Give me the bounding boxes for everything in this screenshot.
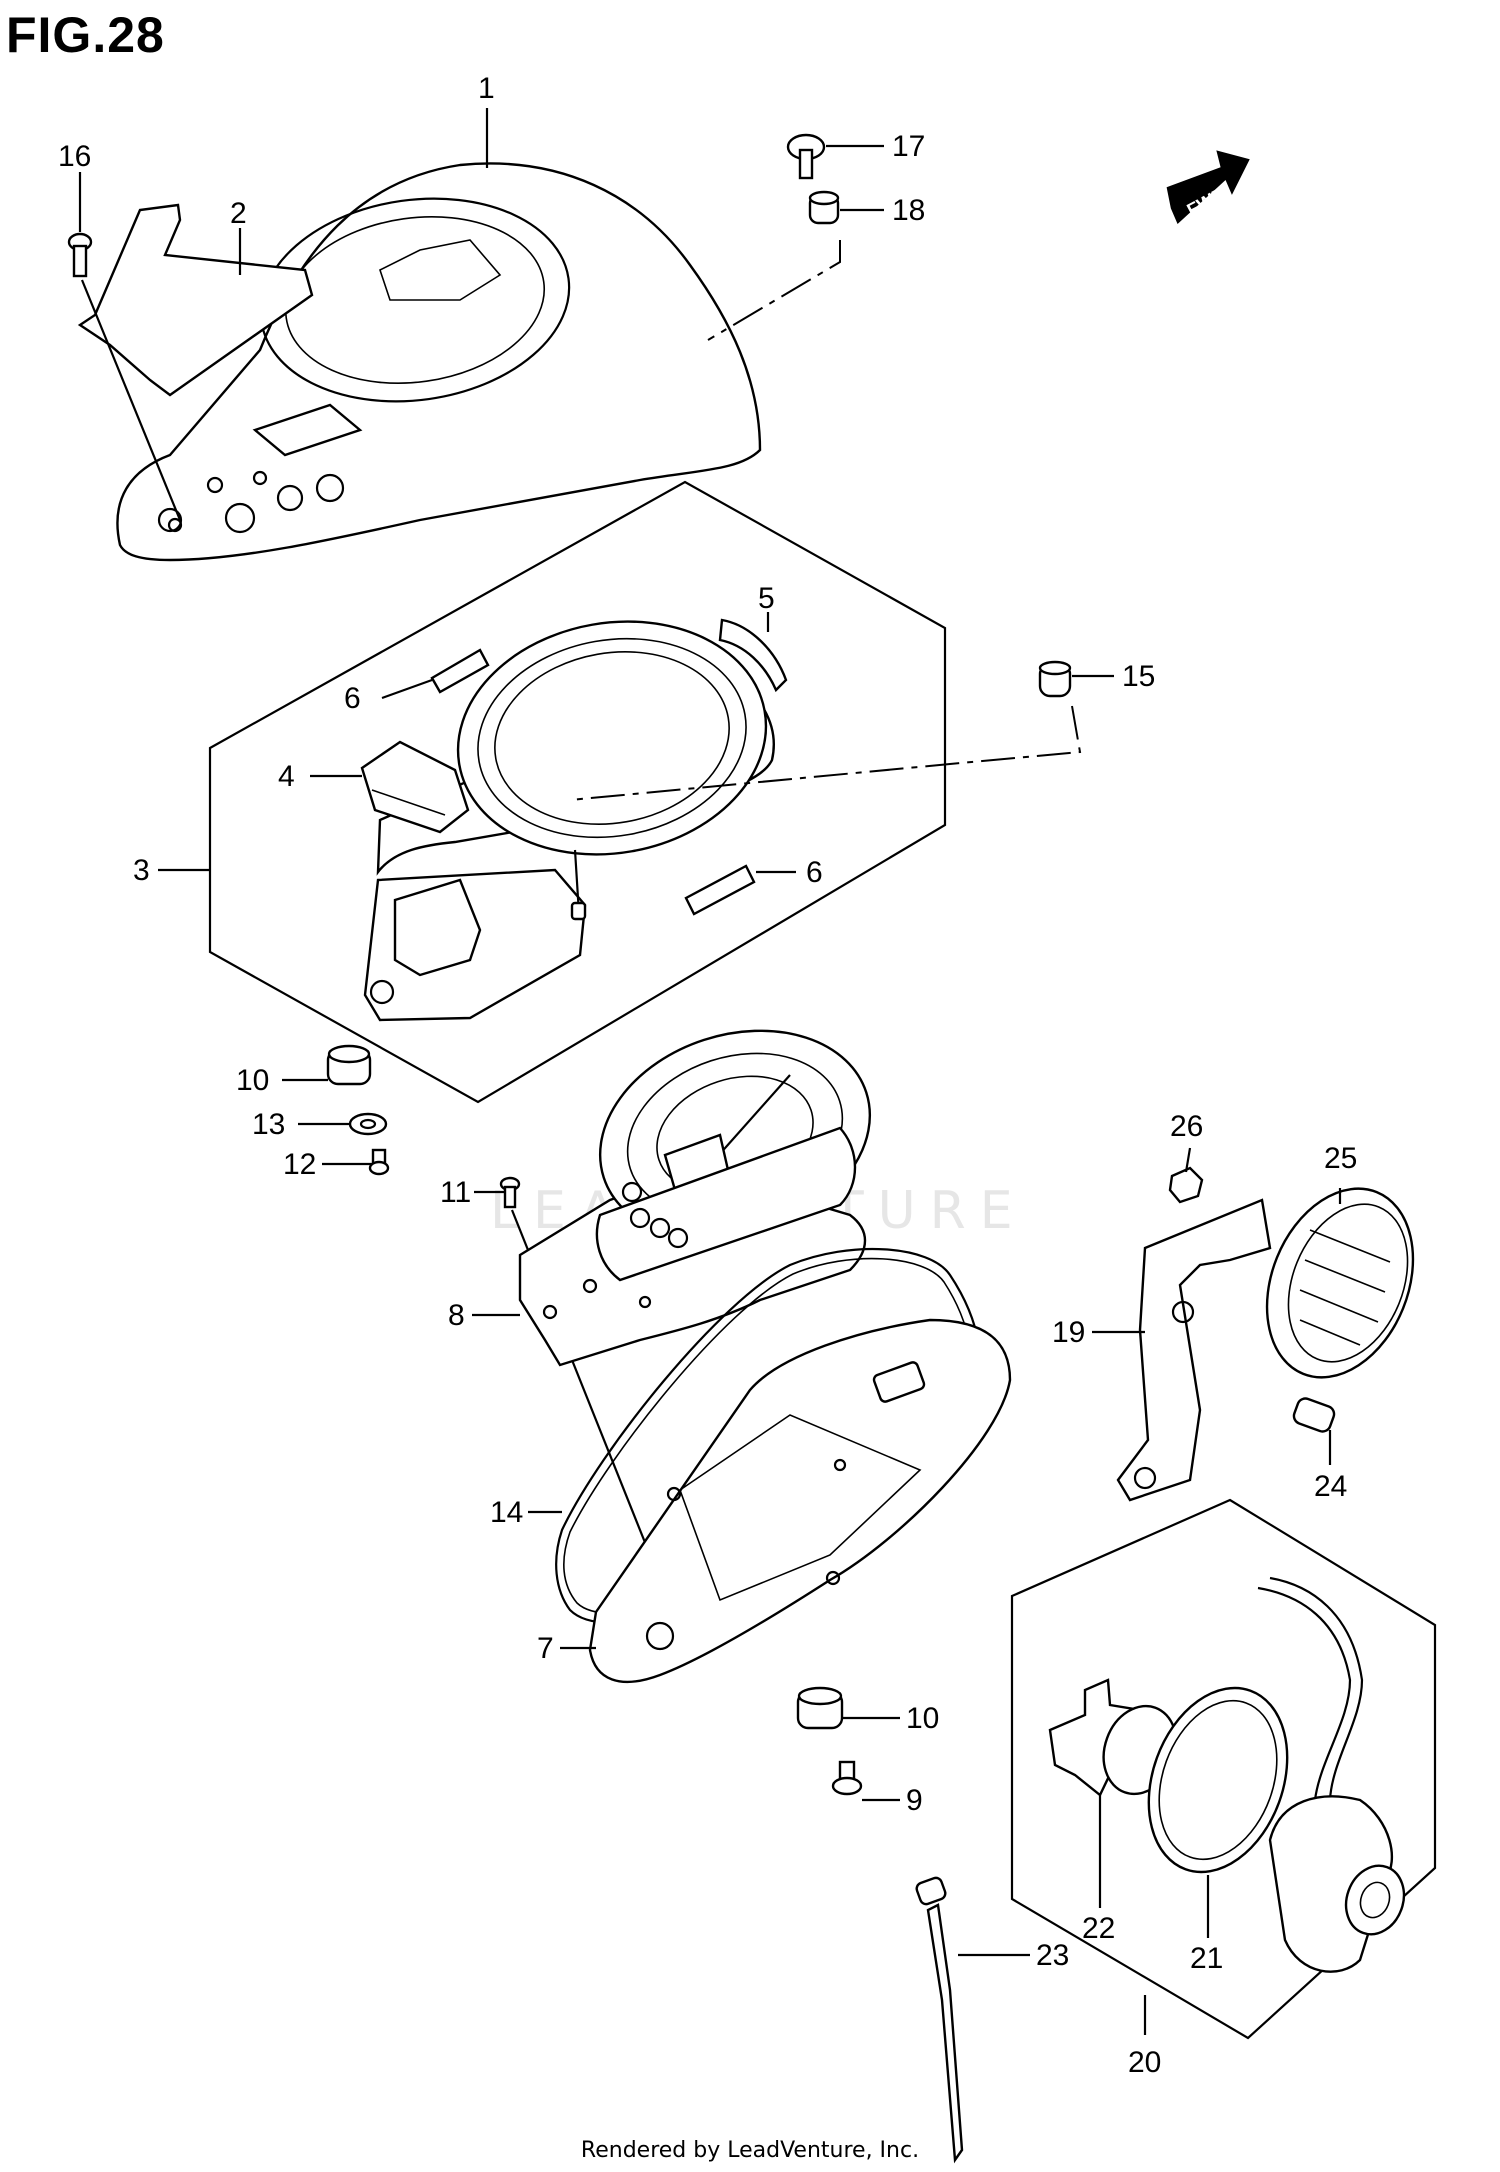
- leader-lines: [78, 108, 1342, 2035]
- callout-21: 21: [1190, 1942, 1223, 1975]
- callout-20: 20: [1128, 2046, 1161, 2079]
- alignment-line-15: [569, 705, 1082, 801]
- callout-13: 13: [252, 1108, 285, 1141]
- callout-25: 25: [1324, 1142, 1357, 1175]
- footer-credit: Rendered by LeadVenture, Inc.: [580, 2138, 920, 2163]
- callout-4: 4: [278, 760, 295, 793]
- ring-21: [1147, 1686, 1289, 1874]
- screw-16: [67, 232, 182, 521]
- lamp-harness-20: [1257, 1576, 1406, 1973]
- meter-case-group-box: [208, 480, 947, 1104]
- bracket-part: [77, 203, 314, 397]
- callout-16: 16: [58, 140, 91, 173]
- callout-6b: 6: [806, 856, 823, 889]
- nut-24: [1292, 1397, 1336, 1433]
- cushion-6a: [430, 648, 490, 694]
- callout-18: 18: [892, 194, 925, 227]
- cap-15: [1038, 660, 1072, 698]
- lamp-group-box-20: [1010, 1498, 1437, 2040]
- cushion-10-lower: [796, 1686, 844, 1730]
- bolt-17: [786, 133, 826, 180]
- nut-26: [1168, 1166, 1204, 1204]
- speedometer-8: [518, 1029, 872, 1367]
- alignment-line-18: [707, 240, 841, 341]
- meter-lower-case-7: [588, 1318, 1012, 1683]
- callout-8: 8: [448, 1299, 465, 1332]
- callout-14: 14: [490, 1496, 523, 1529]
- screw-12: [368, 1148, 390, 1176]
- meter-case-3: [363, 620, 775, 1022]
- reflector-25: [1265, 1187, 1415, 1379]
- cushion-4: [360, 740, 470, 834]
- callout-10-lower: 10: [906, 1702, 939, 1735]
- cushion-6b: [684, 864, 756, 916]
- callout-24: 24: [1314, 1470, 1347, 1503]
- callout-11: 11: [440, 1176, 471, 1209]
- callout-3: 3: [133, 854, 150, 887]
- callout-26: 26: [1170, 1110, 1203, 1143]
- cushion-10-upper: [326, 1044, 372, 1086]
- bracket-19: [1116, 1198, 1272, 1502]
- callout-22: 22: [1082, 1912, 1115, 1945]
- cushion-5: [718, 618, 788, 693]
- callout-10-upper: 10: [236, 1064, 269, 1097]
- callout-2: 2: [230, 197, 247, 230]
- callout-17: 17: [892, 130, 925, 163]
- collar-18: [808, 190, 840, 225]
- bolt-9: [831, 1760, 863, 1796]
- forward-direction-badge: FWD: [1166, 150, 1250, 225]
- figure-title: FIG.28: [6, 7, 165, 63]
- washer-13: [348, 1112, 388, 1136]
- callout-6a: 6: [344, 682, 361, 715]
- callout-7: 7: [537, 1632, 554, 1665]
- callout-9: 9: [906, 1784, 923, 1817]
- callout-23: 23: [1036, 1939, 1069, 1972]
- callout-5: 5: [758, 582, 775, 615]
- callout-1: 1: [478, 72, 495, 105]
- clamp-23: [915, 1876, 964, 2164]
- callout-labels: 1 2 3 4 5 6 6 7 8 9 10 10 11 12 13 14 15…: [58, 72, 1357, 2079]
- callout-15: 15: [1122, 660, 1155, 693]
- callout-19: 19: [1052, 1316, 1085, 1349]
- callout-12: 12: [283, 1148, 316, 1181]
